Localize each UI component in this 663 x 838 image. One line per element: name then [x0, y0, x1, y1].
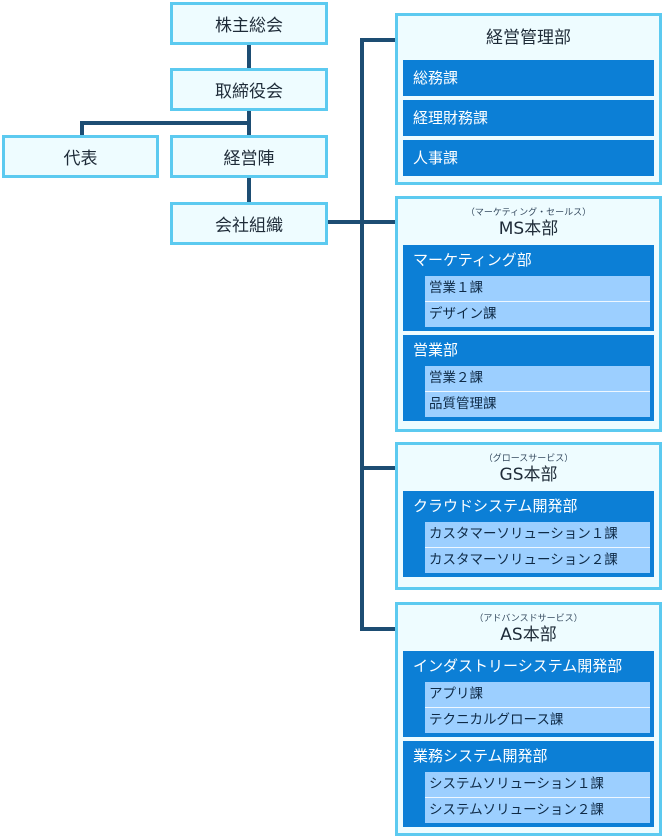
representative-label: 代表	[63, 149, 98, 169]
section-item: テクニカルグロース課	[425, 708, 650, 733]
management-panel: 経営管理部 総務課 経理財務課 人事課	[395, 13, 662, 185]
organization-label: 会社組織	[215, 216, 283, 236]
as-division-title: AS本部	[500, 625, 557, 645]
board-node: 取締役会	[170, 68, 328, 111]
department-cloud-system: クラウドシステム開発部 カスタマーソリューション１課 カスタマーソリューション２…	[403, 491, 654, 577]
management-section: 経理財務課	[403, 100, 654, 136]
gs-division-title: GS本部	[499, 465, 558, 485]
department-marketing: マーケティング部 営業１課 デザイン課	[403, 245, 654, 331]
department-sales: 営業部 営業２課 品質管理課	[403, 335, 654, 421]
department-title: マーケティング部	[413, 251, 532, 269]
department-title: 営業部	[413, 341, 459, 359]
section-item: 営業２課	[425, 366, 650, 392]
section-item: システムソリューション２課	[425, 798, 650, 823]
section-item: カスタマーソリューション１課	[425, 522, 650, 548]
department-business-system: 業務システム開発部 システムソリューション１課 システムソリューション２課	[403, 741, 654, 827]
management-title: 経営管理部	[486, 28, 571, 48]
section-item: デザイン課	[425, 302, 650, 327]
representative-node: 代表	[2, 135, 159, 178]
board-label: 取締役会	[215, 82, 283, 102]
ms-division-panel: （マーケティング・セールス） MS本部 マーケティング部 営業１課 デザイン課 …	[395, 196, 662, 432]
gs-division-panel: （グロースサービス） GS本部 クラウドシステム開発部 カスタマーソリューション…	[395, 442, 662, 590]
shareholders-meeting-label: 株主総会	[215, 16, 283, 36]
section-item: カスタマーソリューション２課	[425, 548, 650, 573]
as-division-reading: （アドバンスドサービス）	[474, 614, 583, 624]
executive-label: 経営陣	[223, 149, 275, 169]
gs-division-reading: （グロースサービス）	[483, 454, 574, 464]
executive-node: 経営陣	[170, 135, 328, 178]
department-title: 業務システム開発部	[413, 747, 548, 765]
section-item: アプリ課	[425, 682, 650, 708]
ms-division-title: MS本部	[498, 219, 559, 239]
shareholders-meeting-node: 株主総会	[170, 2, 328, 45]
department-title: インダストリーシステム開発部	[413, 657, 623, 675]
section-item: システムソリューション１課	[425, 772, 650, 798]
management-section: 人事課	[403, 140, 654, 176]
section-item: 営業１課	[425, 276, 650, 302]
management-section: 総務課	[403, 60, 654, 96]
ms-division-reading: （マーケティング・セールス）	[465, 208, 592, 218]
department-industry-system: インダストリーシステム開発部 アプリ課 テクニカルグロース課	[403, 651, 654, 737]
department-title: クラウドシステム開発部	[413, 497, 578, 515]
section-item: 品質管理課	[425, 392, 650, 417]
organization-node: 会社組織	[170, 202, 328, 245]
as-division-panel: （アドバンスドサービス） AS本部 インダストリーシステム開発部 アプリ課 テク…	[395, 602, 662, 836]
